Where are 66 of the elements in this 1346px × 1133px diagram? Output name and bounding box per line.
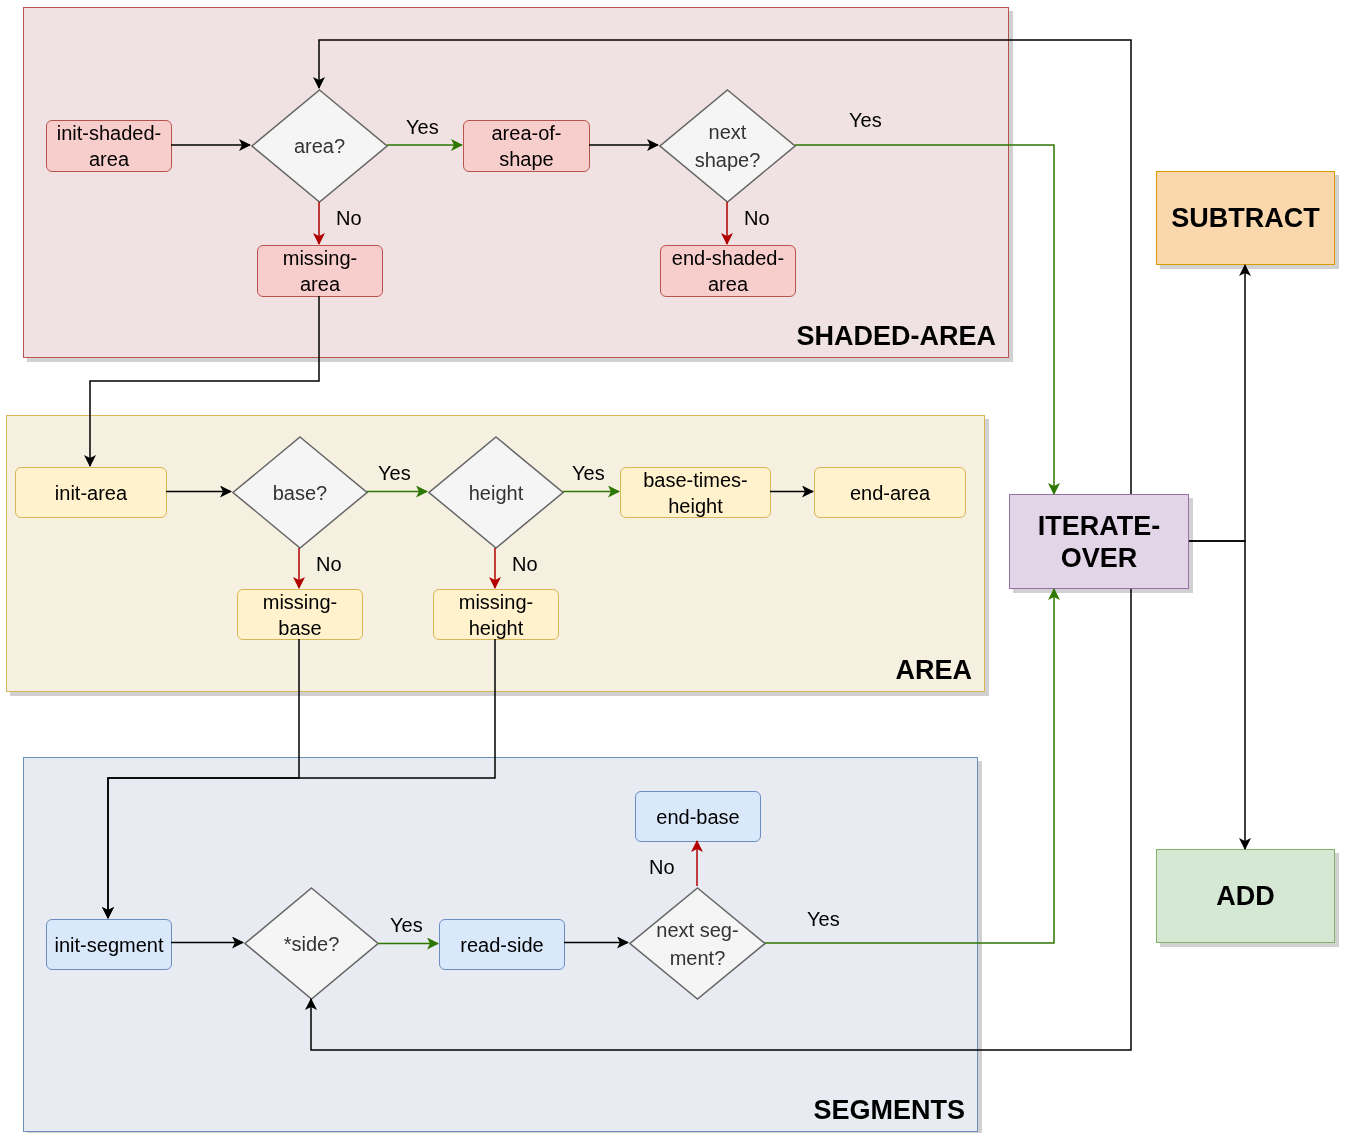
process-box: ADD	[1156, 849, 1335, 943]
edge-label: No	[336, 206, 362, 231]
arrow	[1188, 540, 1251, 850]
arrow	[102, 638, 496, 919]
edge-label: No	[649, 855, 675, 880]
arrow	[170, 936, 244, 949]
edge-label: Yes	[849, 108, 882, 133]
decision-label: next shape?	[693, 120, 762, 173]
group-title: SHADED-AREA	[796, 320, 996, 353]
edge-label: Yes	[572, 461, 605, 486]
arrow	[764, 588, 1060, 944]
arrow	[313, 39, 1132, 495]
edge-label: Yes	[378, 461, 411, 486]
arrow	[794, 144, 1060, 495]
arrow	[165, 485, 232, 498]
process-box: end-shaded-area	[660, 245, 796, 297]
process-box: missing-area	[257, 245, 383, 297]
edge-label: No	[316, 552, 342, 577]
arrow	[377, 937, 439, 950]
process-box: SUBTRACT	[1156, 171, 1335, 265]
arrow	[769, 485, 814, 498]
group-title: AREA	[895, 654, 972, 687]
arrow	[489, 547, 501, 589]
edge-label: Yes	[390, 913, 423, 938]
arrow	[366, 485, 428, 498]
decision-diamond	[244, 887, 379, 1000]
process-box: missing-height	[433, 589, 559, 640]
arrow	[170, 139, 251, 151]
process-box: read-side	[439, 919, 565, 970]
arrow	[562, 485, 620, 498]
process-box: base-times-height	[620, 467, 771, 518]
edge-label: No	[744, 206, 770, 231]
process-box: end-base	[635, 791, 761, 842]
arrow	[313, 201, 325, 245]
decision-diamond	[629, 887, 766, 1000]
arrow	[293, 547, 305, 589]
process-box: area-of-shape	[463, 120, 590, 172]
edge-label: No	[512, 552, 538, 577]
process-box: init-shaded-area	[46, 120, 172, 172]
arrow	[84, 295, 320, 467]
decision-diamond	[428, 436, 564, 549]
decision-label: base?	[271, 480, 329, 506]
edge-label: Yes	[807, 907, 840, 932]
process-box: init-area	[15, 467, 167, 518]
decision-label: *side?	[282, 931, 341, 957]
edge-label: Yes	[406, 115, 439, 140]
process-box: missing-base	[237, 589, 363, 640]
process-box: end-area	[814, 467, 966, 518]
group-panel	[6, 415, 985, 692]
arrow	[588, 139, 659, 151]
group-panel	[23, 757, 978, 1132]
arrow	[563, 936, 629, 949]
process-box: ITERATE-OVER	[1009, 494, 1189, 589]
decision-diamond	[251, 89, 388, 203]
decision-label: height	[467, 480, 525, 506]
arrow	[305, 588, 1132, 1051]
decision-diamond	[232, 436, 368, 549]
arrow	[691, 840, 703, 887]
arrow	[721, 201, 733, 245]
decision-diamond	[659, 89, 796, 203]
group-title: SEGMENTS	[813, 1094, 965, 1127]
process-box: init-segment	[46, 919, 172, 970]
decision-label: area?	[292, 134, 347, 159]
group-panel	[23, 7, 1009, 358]
decision-label: next seg-ment?	[655, 917, 740, 971]
arrow	[386, 139, 463, 151]
